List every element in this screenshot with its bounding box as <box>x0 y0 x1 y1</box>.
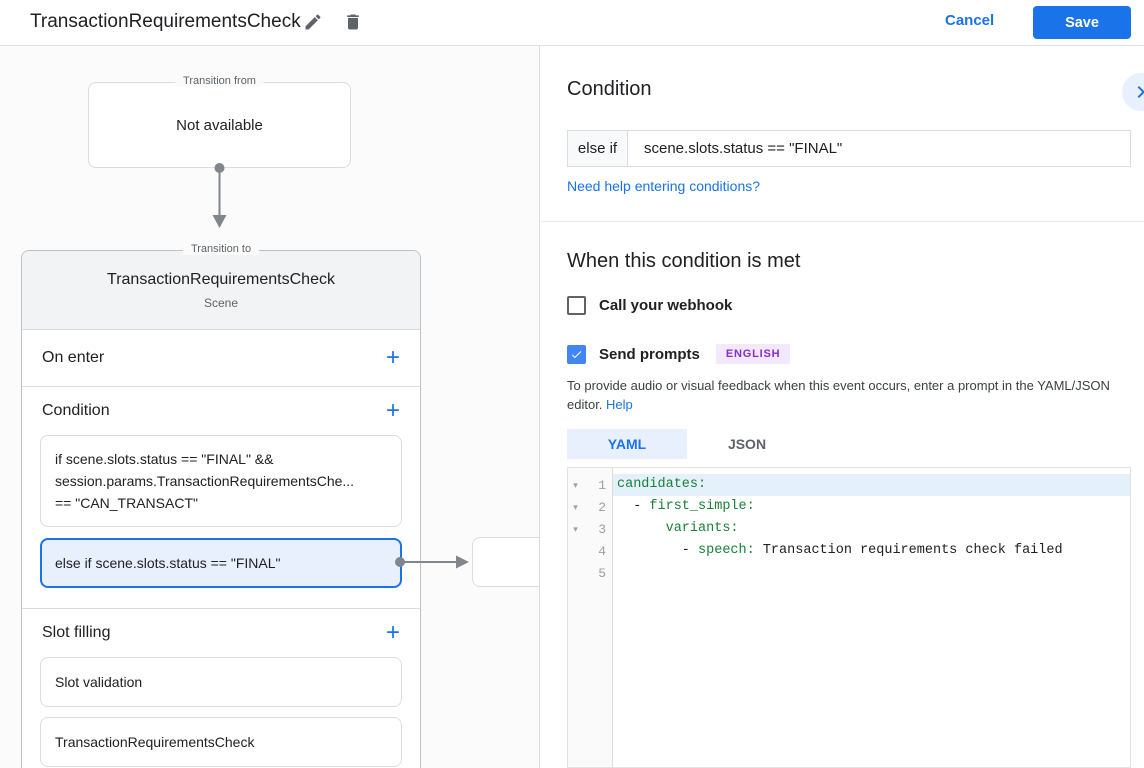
transition-from-label: Transition from <box>175 75 264 87</box>
editor-gutter: ▾ 1 ▾ 2 ▾ 3 4 5 <box>568 468 613 767</box>
condition-section-label: Condition <box>42 402 110 419</box>
code-line[interactable]: - first_simple: <box>617 499 755 514</box>
collapse-panel-button[interactable] <box>1122 73 1144 111</box>
code-line[interactable]: variants: <box>665 521 739 536</box>
line-number: 2 <box>598 499 606 515</box>
when-met-title: When this condition is met <box>567 250 801 272</box>
add-condition-button[interactable]: + <box>385 397 400 424</box>
language-badge: ENGLISH <box>715 344 791 364</box>
condition-item-line: if scene.slots.status == "FINAL" && <box>55 451 274 467</box>
condition-expression-input[interactable]: scene.slots.status == "FINAL" <box>644 140 843 157</box>
scene-card-header: TransactionRequirementsCheck Scene <box>22 251 420 330</box>
transition-target-box[interactable] <box>472 537 539 587</box>
delete-scene-button[interactable] <box>342 12 364 34</box>
slot-filling-label: Slot filling <box>42 624 111 641</box>
transition-to-card: Transition to TransactionRequirementsChe… <box>21 243 421 768</box>
condition-section: Condition + if scene.slots.status == "FI… <box>22 387 420 609</box>
transition-from-box: Transition from Not available <box>88 75 351 168</box>
line-number: 5 <box>598 565 606 581</box>
panel-title: Condition <box>567 78 652 100</box>
webhook-row: Call your webhook <box>567 296 732 315</box>
fold-icon[interactable]: ▾ <box>573 523 578 534</box>
tab-json[interactable]: JSON <box>727 436 767 452</box>
fold-icon[interactable]: ▾ <box>573 479 578 490</box>
top-bar: TransactionRequirementsCheck Cancel Save <box>0 0 1144 46</box>
condition-prefix: else if <box>568 131 628 166</box>
yaml-editor[interactable]: ▾ 1 ▾ 2 ▾ 3 4 5 candidates: - first_simple: var… <box>567 467 1131 768</box>
on-enter-row: On enter + <box>22 330 420 387</box>
condition-item[interactable]: if scene.slots.status == "FINAL" && sessi… <box>40 435 402 527</box>
prompts-description: To provide audio or visual feedback when… <box>567 378 1110 412</box>
pencil-icon <box>303 14 323 35</box>
tab-yaml[interactable]: YAML <box>567 429 687 459</box>
trash-icon <box>343 14 363 35</box>
add-slot-button[interactable]: + <box>385 619 400 646</box>
help-link[interactable]: Help <box>606 397 633 412</box>
condition-detail-panel: Condition else if scene.slots.status == … <box>541 46 1144 768</box>
editor-tabs: YAML JSON <box>567 429 807 459</box>
scene-card-title: TransactionRequirementsCheck <box>107 271 335 288</box>
page-title: TransactionRequirementsCheck <box>30 11 301 32</box>
editor-code[interactable]: candidates: - first_simple: variants: - … <box>613 468 1130 767</box>
add-on-enter-button[interactable]: + <box>385 344 400 371</box>
edit-scene-name-button[interactable] <box>302 12 324 34</box>
connector-arrow-right <box>395 555 469 569</box>
line-number: 4 <box>598 543 606 559</box>
code-line[interactable] <box>613 562 1130 584</box>
transition-from-content: Not available <box>176 116 263 134</box>
slot-item[interactable]: TransactionRequirementsCheck <box>40 717 402 767</box>
transition-to-label: Transition to <box>182 243 260 255</box>
section-divider <box>541 221 1144 222</box>
webhook-label: Call your webhook <box>599 297 733 314</box>
send-prompts-row: Send prompts ENGLISH <box>567 344 791 364</box>
save-button[interactable]: Save <box>1033 6 1131 39</box>
code-line-active[interactable]: candidates: <box>613 474 1130 496</box>
line-number: 1 <box>598 477 606 493</box>
connector-arrow-down <box>212 163 227 228</box>
condition-expression-field: else if scene.slots.status == "FINAL" <box>567 130 1131 167</box>
send-prompts-label: Send prompts <box>599 345 700 363</box>
code-line[interactable]: - speech: Transaction requirements check… <box>617 543 1063 558</box>
fold-icon[interactable]: ▾ <box>573 501 578 512</box>
webhook-checkbox[interactable] <box>567 296 586 315</box>
condition-item-line: session.params.TransactionRequirementsCh… <box>55 473 355 489</box>
slot-item[interactable]: Slot validation <box>40 657 402 707</box>
condition-item-selected[interactable]: else if scene.slots.status == "FINAL" <box>40 538 402 588</box>
condition-item-line: else if scene.slots.status == "FINAL" <box>55 555 281 571</box>
on-enter-label: On enter <box>42 349 105 366</box>
scene-card-subtitle: Scene <box>203 296 239 310</box>
cancel-button[interactable]: Cancel <box>945 12 995 29</box>
conditions-help-link[interactable]: Need help entering conditions? <box>567 178 761 194</box>
condition-item-line: == "CAN_TRANSACT" <box>55 495 198 511</box>
flow-canvas: Transition from Not available Transition… <box>0 46 540 768</box>
send-prompts-checkbox[interactable] <box>567 344 586 364</box>
line-number: 3 <box>598 521 606 537</box>
